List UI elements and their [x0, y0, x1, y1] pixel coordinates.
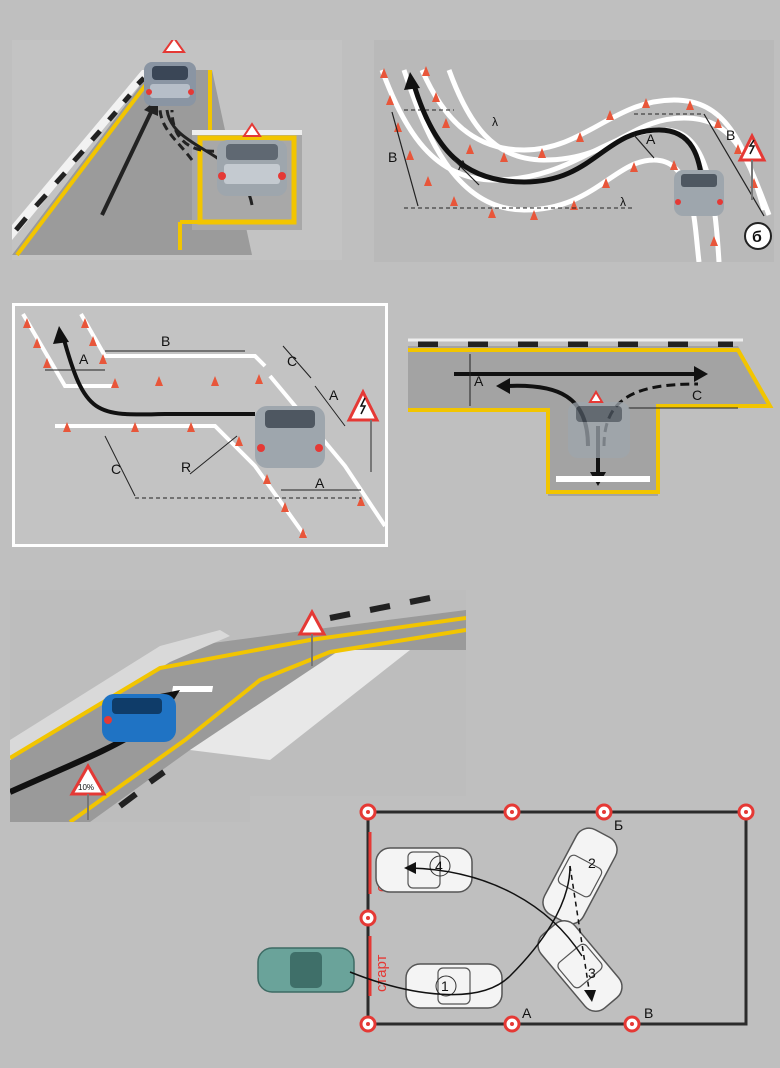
car-icon — [542, 827, 618, 925]
warning-sign-icon — [588, 390, 604, 403]
warning-sign-icon — [346, 388, 380, 472]
car-icon — [537, 920, 623, 1012]
position-label: 1 — [441, 978, 449, 994]
dim-label-c: C — [287, 353, 297, 369]
car-icon — [568, 402, 630, 458]
position-label: 4 — [435, 858, 443, 874]
position-label: 3 — [588, 965, 596, 981]
parallel-parking-diagram — [12, 40, 342, 260]
boundary-marker-icon — [359, 803, 755, 1033]
dim-label-a: A — [646, 131, 656, 147]
angle-label: λ — [492, 115, 498, 129]
car-icon — [102, 694, 176, 742]
dim-label-a: A — [458, 157, 468, 173]
slope-sign-label: 10% — [78, 783, 94, 792]
dim-label-c: C — [692, 387, 702, 403]
traffic-cone-icon — [23, 318, 365, 538]
car-icon — [255, 406, 325, 468]
warning-sign-icon — [737, 132, 767, 200]
car-icon — [674, 170, 724, 216]
serpentine-diagram: B A A B λ λ б — [374, 40, 774, 262]
dim-label-a: A — [315, 475, 325, 491]
warning-sign-icon: 10% — [69, 762, 107, 820]
dim-label-b: B — [726, 127, 735, 143]
dim-label-r: R — [181, 459, 191, 475]
angle-label: λ — [620, 195, 626, 209]
dim-label-c: C — [111, 461, 121, 477]
warning-sign-icon — [162, 40, 186, 53]
car-icon — [257, 947, 355, 993]
box-turn-diagram: A B C A C R A — [12, 303, 388, 547]
hill-start-diagram: 10% — [10, 590, 466, 822]
car-icon: 1 — [405, 963, 503, 1009]
dim-label-b: B — [161, 333, 170, 349]
variant-badge: б — [752, 229, 762, 246]
car-icon — [217, 140, 287, 196]
warning-sign-icon — [297, 608, 327, 666]
point-label-v: В — [644, 1005, 653, 1021]
t-turn-diagram: A C — [408, 336, 780, 510]
dim-label-b: B — [388, 149, 397, 165]
point-label-b: Б — [614, 817, 623, 833]
warning-sign-icon — [242, 122, 262, 137]
car-icon — [144, 62, 196, 106]
u-turn-diagram: стоп старт А Б В 1 4 2 — [250, 796, 770, 1046]
dim-label-a: A — [329, 387, 339, 403]
point-label-a: А — [522, 1005, 532, 1021]
car-icon: 4 — [375, 847, 473, 893]
dim-label-a: A — [474, 373, 484, 389]
position-label: 2 — [588, 855, 596, 871]
dim-label-a: A — [79, 351, 89, 367]
start-line-label: старт — [373, 954, 390, 992]
